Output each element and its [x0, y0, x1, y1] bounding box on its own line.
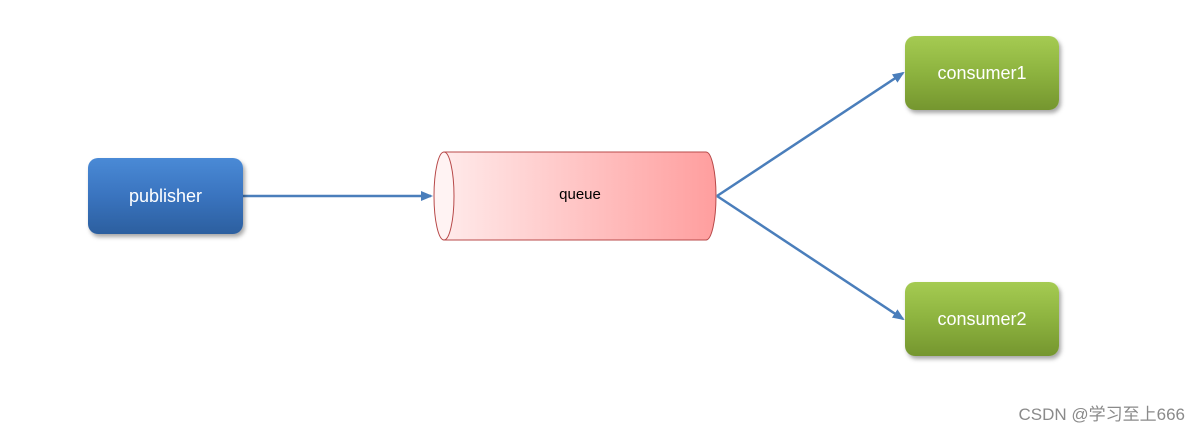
- queue-label: queue: [559, 186, 601, 203]
- publisher-node: publisher: [88, 158, 243, 234]
- consumer2-label: consumer2: [937, 308, 1027, 329]
- watermark-text: CSDN @学习至上666: [1018, 405, 1185, 424]
- consumer2-node: consumer2: [905, 282, 1059, 356]
- consumer1-label: consumer1: [937, 62, 1027, 83]
- arrow-queue-to-consumer2: [716, 194, 905, 321]
- publisher-label: publisher: [128, 185, 203, 206]
- arrow-queue-to-consumer1: [716, 71, 905, 198]
- consumer1-node: consumer1: [905, 36, 1059, 110]
- queue-cylinder: [433, 151, 717, 241]
